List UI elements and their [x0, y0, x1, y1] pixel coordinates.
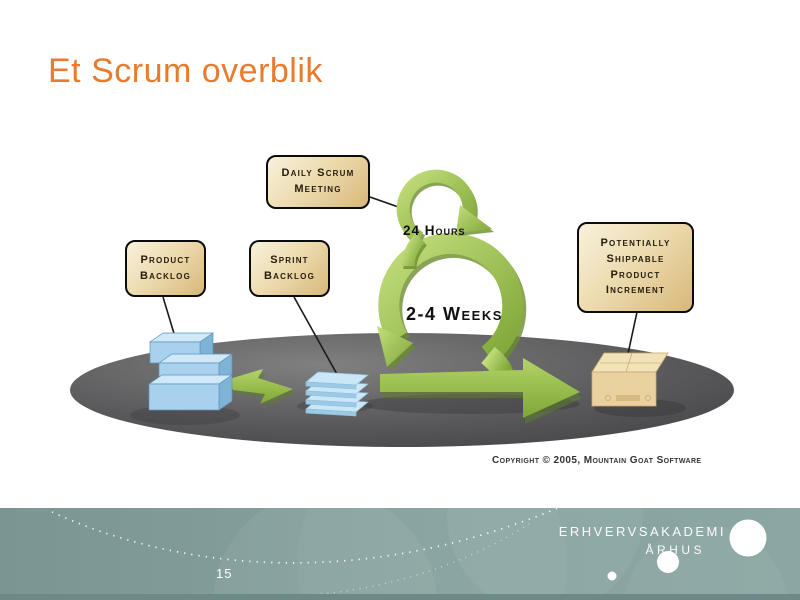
- logo-circle-medium: [657, 551, 679, 573]
- shippable-carton-icon: [591, 352, 669, 407]
- footer-band: 15 ERHVERVSAKADEMI ÅRHUS: [0, 508, 800, 600]
- box-label-line: Meeting: [294, 183, 342, 195]
- product-backlog-box: Product Backlog: [125, 240, 206, 297]
- footer-bottom-strip: [0, 594, 800, 600]
- transfer-arrow-icon: [229, 369, 296, 408]
- logo-circle-small: [607, 571, 617, 581]
- box-label-line: Product: [140, 253, 191, 266]
- copyright-text: Copyright © 2005, Mountain Goat Software: [492, 455, 702, 466]
- daily-cycle-label: 24 Hours: [403, 223, 466, 238]
- org-name-block: ERHVERVSAKADEMI ÅRHUS: [559, 524, 726, 557]
- box-label-line: Shippable: [606, 252, 665, 265]
- daily-loop-arrow-icon: [396, 169, 494, 270]
- horizontal-flow-arrow-icon: [380, 358, 582, 424]
- page-number: 15: [216, 566, 233, 581]
- sprint-backlog-sheets-icon: [305, 371, 369, 417]
- footer-logo-circles: [607, 519, 767, 581]
- sprint-backlog-box: Sprint Backlog: [249, 240, 330, 297]
- footer-dotted-trails: [51, 508, 559, 597]
- logo-circle-large: [729, 519, 767, 557]
- product-backlog-stack-icon: [147, 332, 234, 411]
- box-label-line: Potentially: [600, 236, 671, 249]
- box-label-line: Backlog: [139, 269, 191, 282]
- carton-markings: [605, 395, 651, 401]
- box-label-line: Backlog: [263, 269, 315, 282]
- footer-soft-circles: [213, 508, 788, 600]
- box-label-line: Increment: [605, 284, 666, 297]
- box-label-line: Sprint: [270, 253, 309, 266]
- shippable-increment-box: Potentially Shippable Product Increment: [577, 222, 694, 313]
- org-name-line1: ERHVERVSAKADEMI: [558, 524, 726, 539]
- footer-decorations: [0, 508, 800, 600]
- org-name-line2: ÅRHUS: [645, 543, 705, 557]
- daily-scrum-meeting-box: Daily Scrum Meeting: [266, 155, 370, 209]
- box-label-line: Daily Scrum: [281, 167, 355, 180]
- sprint-cycle-label: 2-4 Weeks: [406, 304, 503, 324]
- slide-title: Et Scrum overblik: [48, 52, 323, 90]
- box-label-line: Product: [610, 268, 661, 281]
